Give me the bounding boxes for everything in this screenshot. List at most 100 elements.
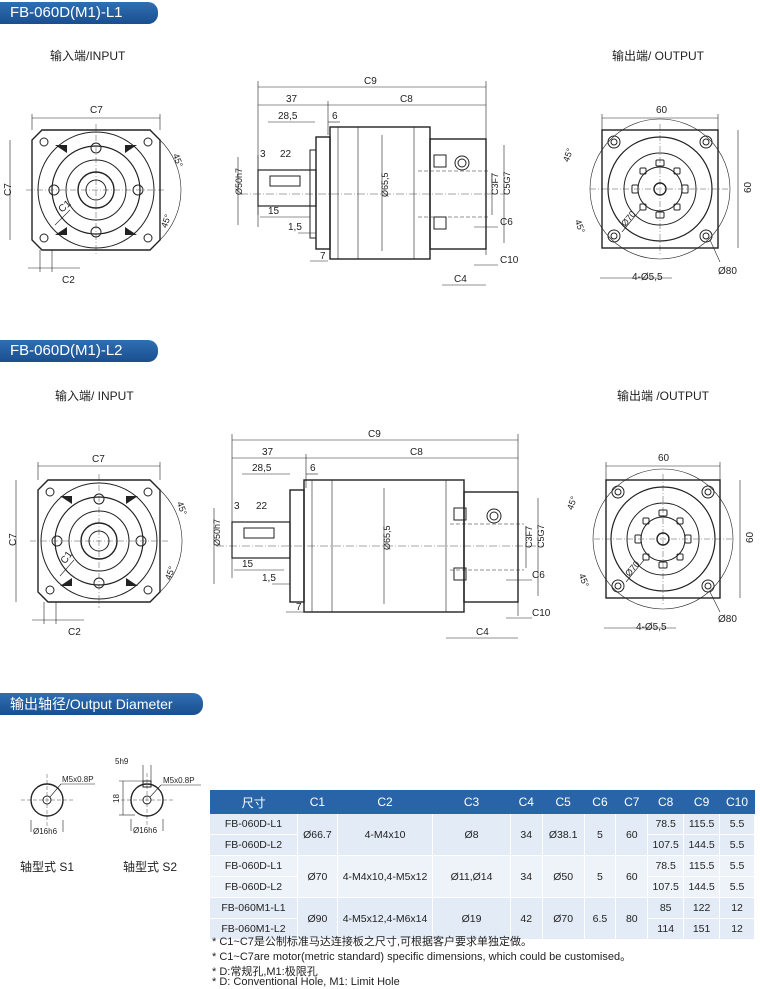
- model-cell: FB-060M1-L2: [210, 918, 298, 940]
- l2-d22-label: 22: [256, 501, 268, 512]
- l1-out-60-side: 60: [743, 181, 754, 193]
- model-cell: FB-060D-L2: [210, 876, 298, 898]
- section-banner-output-diameter: 输出轴径/Output Diameter: [0, 693, 203, 715]
- th-c9: C9: [683, 790, 720, 814]
- l2-phi50-label: Ø50h7: [212, 519, 222, 546]
- c8-cell: 78.5: [647, 814, 685, 835]
- l2-input-view: C7 C7 C2 C1 45° 45°: [8, 454, 189, 638]
- l1-c4-label: C4: [454, 274, 467, 285]
- th-c3: C3: [432, 790, 511, 814]
- l2-c8-label: C8: [410, 447, 423, 458]
- l1-d15-label: 15: [268, 206, 280, 217]
- shaft-s2-label: 轴型式 S2: [123, 860, 178, 874]
- c8-cell: 107.5: [647, 876, 685, 898]
- shaft-s1-label: 轴型式 S1: [20, 860, 75, 874]
- l2-out-60-side: 60: [745, 531, 756, 543]
- c8-cell: 114: [647, 918, 685, 940]
- table-row: FB-060D-L1 Ø66.7 4-M4x10 Ø8 34 Ø38.1 5 6…: [210, 814, 755, 856]
- l2-out-60-top: 60: [658, 453, 670, 464]
- l2-c3-label: C3F7: [524, 526, 534, 548]
- c4-cell: 34: [510, 814, 543, 856]
- l2-output-label: 输出端 /OUTPUT: [617, 389, 709, 403]
- l1-d22-label: 22: [280, 149, 292, 160]
- note-2: * C1~C7are motor(metric standard) specif…: [212, 951, 632, 963]
- l2-d7-label: 7: [296, 602, 302, 613]
- l2-input-label: 输入端/ INPUT: [55, 389, 134, 403]
- l1-input-label: 输入端/INPUT: [50, 49, 126, 63]
- model-cell: FB-060D-L1: [210, 814, 298, 835]
- l1-out-60-top: 60: [656, 105, 668, 116]
- l2-out-phi70: Ø70: [623, 559, 642, 578]
- l1-d1-5-label: 1,5: [288, 222, 302, 233]
- l1-phi50-label: Ø50h7: [234, 168, 244, 195]
- l1-side-view: C9 C8 37 28,5 6 3 22 15 1,5 7 C4 C10 C6 …: [234, 76, 519, 286]
- c8-cell: 85: [647, 897, 685, 919]
- l1-out-deg45-b: 45°: [573, 218, 587, 235]
- l1-output-label: 输出端/ OUTPUT: [612, 49, 704, 63]
- l2-out-phi80: Ø80: [718, 614, 737, 625]
- c6-cell: 5: [584, 814, 617, 856]
- c9-cell: 151: [683, 918, 721, 940]
- l1-d28-label: 28,5: [278, 111, 298, 122]
- table-row: FB-060M1-L2 114 151 12: [210, 918, 755, 940]
- c5-cell: Ø70: [542, 897, 585, 940]
- model-cell: FB-060D-L1: [210, 855, 298, 877]
- l2-out-deg45-a: 45°: [565, 495, 579, 512]
- c9-cell: 144.5: [683, 876, 721, 898]
- s2-dia-label: Ø16h6: [133, 826, 158, 835]
- s1-thread-label: M5x0.8P: [62, 775, 94, 784]
- l2-d37-label: 37: [262, 447, 274, 458]
- l1-deg45-a: 45°: [171, 152, 185, 169]
- c8-cell: 78.5: [647, 855, 685, 877]
- c6-cell: 5: [584, 855, 617, 898]
- l1-input-view: C7 C7 C2 C1 45° 45°: [3, 105, 185, 286]
- l1-d37-label: 37: [286, 94, 298, 105]
- c6-cell: 6.5: [584, 897, 617, 940]
- l2-output-view: 60 60 Ø70 Ø80 4-Ø5,5 45° 45°: [565, 453, 756, 633]
- note-4: * D: Conventional Hole, M1: Limit Hole: [212, 976, 400, 988]
- l2-side-view: C9 C8 37 28,5 6 3 22 15 1,5 7 C4 C10 C6 …: [212, 429, 551, 639]
- l1-c1-label: C1: [57, 198, 74, 215]
- l1-c10-label: C10: [500, 255, 519, 266]
- c10-cell: 12: [719, 918, 755, 940]
- c10-cell: 12: [719, 897, 755, 919]
- l2-c6-label: C6: [532, 570, 545, 581]
- l1-c5-label: C5G7: [502, 171, 512, 195]
- section-banner-l2: FB-060D(M1)-L2: [0, 340, 158, 362]
- s2-keyw-label: 5h9: [115, 757, 129, 766]
- l1-d7-label: 7: [320, 251, 326, 262]
- c5-cell: Ø50: [542, 855, 585, 898]
- c8-cell: 107.5: [647, 834, 685, 856]
- th-c1: C1: [297, 790, 338, 814]
- l1-c7-top: C7: [90, 105, 103, 116]
- l2-c10-label: C10: [532, 608, 551, 619]
- th-c7: C7: [615, 790, 648, 814]
- s2-thread-label: M5x0.8P: [163, 776, 195, 785]
- l1-deg45-b: 45°: [159, 213, 173, 230]
- model-cell: FB-060M1-L1: [210, 897, 298, 919]
- l2-c5-label: C5G7: [536, 524, 546, 548]
- l1-output-view: 60 60 Ø70 Ø80 4-Ø5,5 45° 45°: [561, 105, 754, 283]
- c4-cell: 34: [510, 855, 543, 898]
- c10-cell: 5.5: [719, 876, 755, 898]
- l2-d6-label: 6: [310, 463, 316, 474]
- c1-cell: Ø90: [297, 897, 338, 940]
- l1-out-phi70: Ø70: [619, 209, 638, 228]
- l2-out-holes: 4-Ø5,5: [636, 622, 667, 633]
- c9-cell: 144.5: [683, 834, 721, 856]
- spec-table-header: 尺寸 C1 C2 C3 C4 C5 C6 C7 C8 C9 C10: [210, 790, 755, 814]
- l2-out-deg45-b: 45°: [577, 572, 591, 589]
- c7-cell: 60: [615, 855, 649, 898]
- c9-cell: 122: [683, 897, 721, 919]
- c4-cell: 42: [510, 897, 543, 940]
- c1-cell: Ø70: [297, 855, 338, 898]
- c10-cell: 5.5: [719, 814, 755, 835]
- table-row: FB-060D-L2 107.5 144.5 5.5: [210, 876, 755, 898]
- c7-cell: 80: [615, 897, 649, 940]
- l2-c9-label: C9: [368, 429, 381, 440]
- c1-cell: Ø66.7: [297, 814, 338, 856]
- c9-cell: 115.5: [683, 814, 721, 835]
- l1-out-deg45-a: 45°: [561, 147, 575, 164]
- c3-cell: Ø8: [432, 814, 511, 856]
- model-cell: FB-060D-L2: [210, 834, 298, 856]
